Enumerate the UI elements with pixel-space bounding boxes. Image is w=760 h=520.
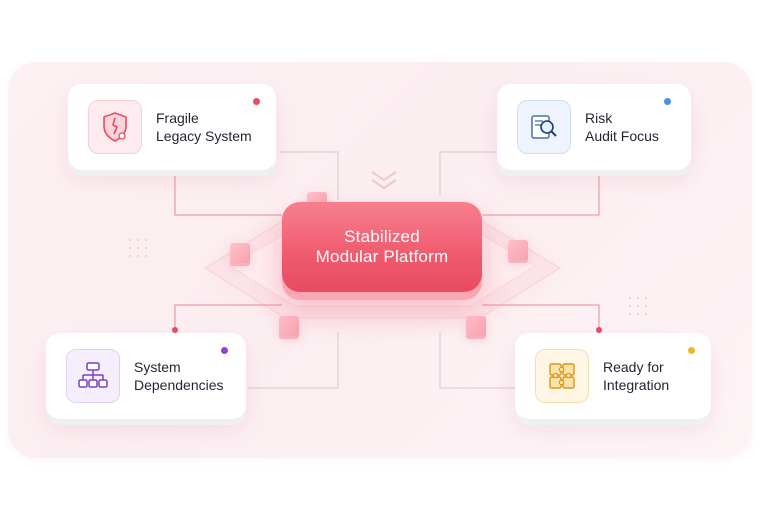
card-label-line1: Ready for [603, 359, 664, 375]
cube-decoration [279, 316, 299, 336]
tile-risk [517, 100, 571, 154]
card-label-line1: Risk [585, 110, 613, 126]
card-risk-audit-focus[interactable]: Risk Audit Focus [497, 84, 691, 170]
card-label-line2: Dependencies [134, 377, 224, 393]
connector-endpoints [172, 169, 602, 333]
hierarchy-icon [78, 362, 108, 388]
card-label: Risk Audit Focus [585, 109, 659, 145]
card-label-line1: System [134, 359, 181, 375]
chevron-icon [371, 171, 397, 182]
card-label: Fragile Legacy System [156, 109, 252, 145]
card-label: Ready for Integration [603, 358, 669, 394]
card-label-line2: Audit Focus [585, 128, 659, 144]
dot-pattern-left [129, 239, 147, 257]
card-fragile-legacy-system[interactable]: Fragile Legacy System [68, 84, 276, 170]
center-title-line1: Stabilized [344, 227, 420, 246]
card-label: System Dependencies [134, 358, 224, 394]
chevron-icon [371, 179, 397, 190]
dot-pattern-right [629, 297, 647, 315]
card-label-line1: Fragile [156, 110, 199, 126]
grey-connectors [248, 151, 515, 389]
document-magnifier-icon [531, 115, 557, 139]
status-dot-blue [664, 98, 671, 105]
puzzle-icon [549, 363, 575, 389]
card-label-line2: Integration [603, 377, 670, 393]
red-connectors [174, 172, 600, 330]
status-dot-purple [221, 347, 228, 354]
cube-decoration [508, 240, 528, 260]
status-dot-yellow [688, 347, 695, 354]
cube-decoration [230, 243, 250, 263]
cube-decoration [466, 316, 486, 336]
status-dot-red [253, 98, 260, 105]
card-ready-for-integration[interactable]: Ready for Integration [515, 333, 711, 419]
tile-integration [535, 349, 589, 403]
card-label-line2: Legacy System [156, 128, 252, 144]
stabilized-platform-button[interactable]: Stabilized Modular Platform [282, 202, 482, 292]
center-title-line2: Modular Platform [315, 247, 449, 266]
shield-warning-icon [103, 112, 127, 142]
card-system-dependencies[interactable]: System Dependencies [46, 333, 246, 419]
tile-fragile [88, 100, 142, 154]
tile-dependencies [66, 349, 120, 403]
